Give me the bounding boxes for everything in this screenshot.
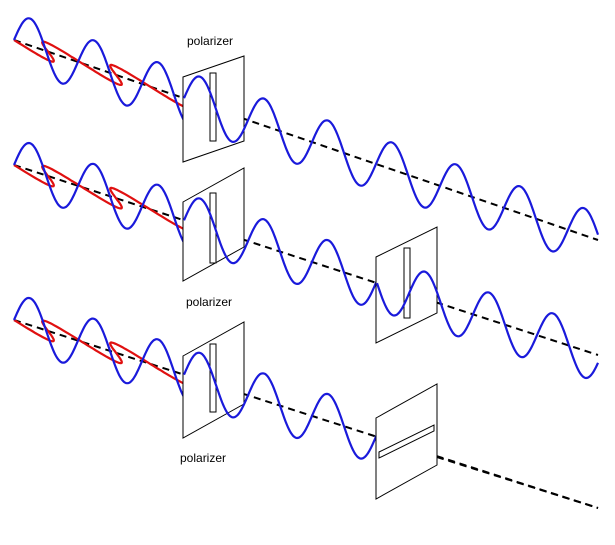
vertical-wave-unpolarized — [12, 17, 185, 122]
polarizer-slit-horizontal — [378, 424, 435, 459]
scene-two-parallel-polarizers: polarizer — [12, 141, 600, 380]
propagation-axis-after — [436, 456, 599, 509]
propagation-axis — [13, 164, 599, 356]
polarizer-2 — [375, 226, 438, 344]
propagation-axis — [13, 319, 599, 509]
propagation-axis — [13, 39, 599, 241]
polarizer-slit-vertical — [403, 247, 411, 319]
polarizer-2-crossed — [375, 383, 438, 500]
vertical-wave-polarized-out — [375, 270, 600, 380]
polarizer-label-top: polarizer — [187, 34, 233, 48]
scene-single-polarizer: polarizer — [12, 17, 600, 253]
horizontal-wave-unpolarized — [13, 319, 191, 387]
horizontal-wave-unpolarized — [13, 39, 191, 110]
vertical-wave-unpolarized — [12, 141, 185, 244]
polarizer-label-bottom: polarizer — [180, 451, 226, 465]
horizontal-wave-unpolarized — [13, 164, 191, 232]
vertical-wave-polarized — [182, 75, 600, 253]
vertical-wave-unpolarized — [12, 296, 185, 398]
polarizer-1 — [182, 55, 245, 163]
vertical-wave-polarized-between — [182, 197, 379, 306]
scene-crossed-polarizers: polarizer — [12, 296, 599, 509]
vertical-wave-polarized-between — [182, 351, 379, 460]
polarizer-label-middle: polarizer — [186, 295, 232, 309]
